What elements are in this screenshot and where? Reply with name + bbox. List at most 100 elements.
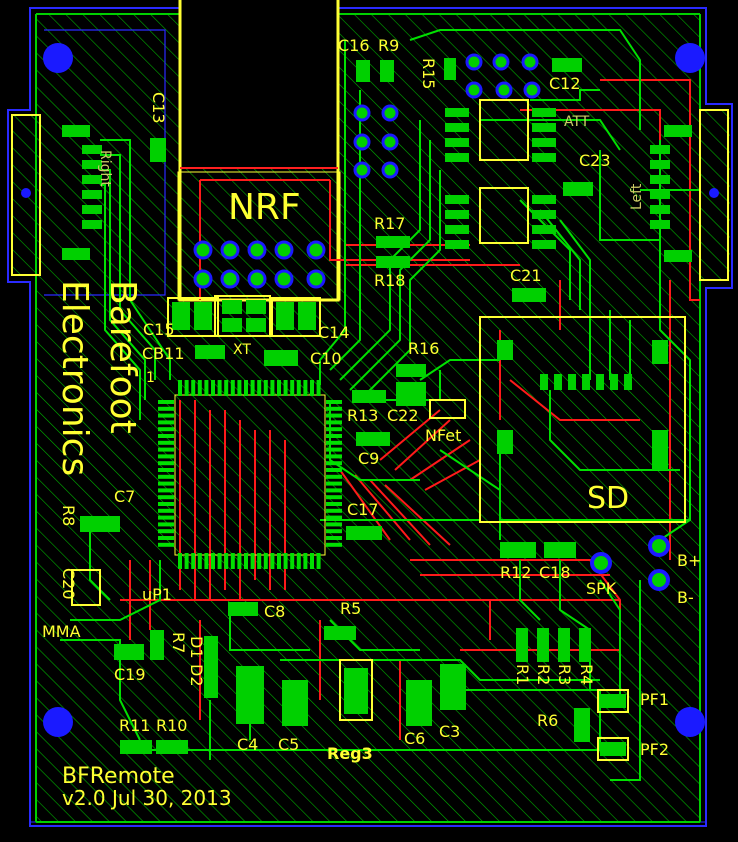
qfp-pin — [326, 434, 342, 438]
left-label: Left — [629, 183, 645, 210]
qfp-pin — [326, 406, 342, 411]
passive-pads — [80, 58, 626, 756]
bplus-label: B+ — [677, 551, 702, 570]
right-label: Right — [97, 150, 113, 187]
qfp-pin — [290, 380, 295, 396]
qfp-pin — [158, 420, 174, 425]
qfp-pin — [158, 440, 174, 445]
qfp-pin — [257, 380, 262, 396]
qfp-pin — [158, 488, 174, 493]
ref-c20: C20 — [59, 568, 78, 600]
reg3-label: Reg3 — [327, 744, 373, 763]
qfp-pin — [217, 553, 222, 569]
qfp-pin — [230, 380, 235, 396]
pf1-label: PF1 — [640, 690, 670, 709]
pf2-label: PF2 — [640, 740, 670, 759]
sd-label: SD — [587, 481, 630, 516]
ref-r13: R13 — [347, 406, 379, 425]
qfp-pin — [326, 542, 342, 547]
ref-r9: R9 — [378, 36, 400, 55]
ref-r4: R4 — [577, 664, 596, 686]
ref-r5: R5 — [340, 599, 362, 618]
qfp-pin — [184, 380, 189, 396]
ref-c17: C17 — [347, 500, 379, 519]
qfp-pin — [158, 495, 174, 500]
qfp-pin — [326, 413, 342, 418]
qfp-pin — [326, 529, 342, 534]
ref-d2: D2 — [187, 664, 206, 687]
brand-line2: Electronics — [54, 280, 95, 477]
up1-label: uP1 — [142, 585, 172, 604]
qfp-pin — [257, 553, 262, 569]
qfp-pin — [326, 440, 342, 445]
nrf-header-pins — [193, 240, 326, 289]
qfp-pin — [191, 380, 196, 396]
pin1-label: 1 — [146, 370, 155, 386]
nrf-module-area — [180, 0, 338, 168]
qfp-pin — [197, 553, 202, 569]
qfp-pin — [191, 553, 196, 569]
qfp-pin — [158, 522, 174, 527]
ref-c15: C15 — [143, 320, 175, 339]
ref-c14: C14 — [318, 323, 350, 342]
connector-pads — [62, 125, 692, 262]
prog-header-pins — [353, 53, 541, 179]
qfp-pin — [283, 553, 288, 569]
ref-r2: R2 — [534, 664, 553, 686]
ref-r8: R8 — [59, 505, 78, 527]
ref-r12: R12 — [500, 563, 532, 582]
ref-r16: R16 — [408, 339, 440, 358]
ref-c3: C3 — [439, 722, 461, 741]
qfp-pin — [158, 468, 174, 472]
qfp-pin — [158, 502, 174, 506]
qfp-pin — [326, 536, 342, 540]
qfp-pin — [158, 474, 174, 479]
qfp-pin — [250, 380, 255, 396]
sd-connector-pads — [497, 340, 668, 470]
qfp-pin — [211, 553, 215, 569]
ref-c4: C4 — [237, 735, 259, 754]
soic-chips — [445, 108, 556, 249]
qfp-pin — [158, 454, 174, 459]
ref-c8: C8 — [264, 602, 286, 621]
bminus-label: B- — [677, 588, 694, 607]
qfp-pin — [237, 380, 242, 396]
qfp-pin — [263, 553, 268, 569]
ref-c9: C9 — [358, 449, 380, 468]
qfp-pin — [326, 515, 342, 520]
brand-line1: Barefoot — [102, 280, 143, 434]
qfp-pin — [326, 447, 342, 452]
ref-c12: C12 — [549, 74, 581, 93]
qfp-pin — [326, 502, 342, 506]
qfp-pin — [197, 380, 202, 396]
qfp-pin — [326, 495, 342, 500]
battery-speaker-pads — [590, 535, 670, 591]
ref-c18: C18 — [539, 563, 571, 582]
qfp-pin — [326, 420, 342, 425]
ref-r18: R18 — [374, 271, 406, 290]
qfp-pin — [158, 515, 174, 520]
qfp-pin — [158, 461, 174, 466]
ref-c22: C22 — [387, 406, 419, 425]
ref-r7: R7 — [169, 632, 188, 654]
qfp-pin — [263, 380, 268, 396]
ref-c13: C13 — [149, 92, 168, 124]
qfp-pin — [270, 553, 275, 569]
qfp-pin — [158, 508, 174, 513]
nfet-label: NFet — [425, 426, 462, 445]
qfp-pin — [211, 380, 215, 396]
ref-r10: R10 — [156, 716, 188, 735]
qfp-pin — [270, 380, 275, 396]
qfp-pin — [326, 474, 342, 479]
microcontroller-up1 — [158, 380, 342, 569]
board-title: BFRemote — [62, 764, 175, 789]
qfp-pin — [316, 380, 321, 396]
qfp-pin — [303, 380, 308, 396]
qfp-pin — [158, 536, 174, 540]
ref-c19: C19 — [114, 665, 146, 684]
qfp-pin — [204, 553, 209, 569]
ref-c21: C21 — [510, 266, 542, 285]
spk-label: SPK — [586, 579, 617, 598]
qfp-pin — [326, 481, 342, 486]
